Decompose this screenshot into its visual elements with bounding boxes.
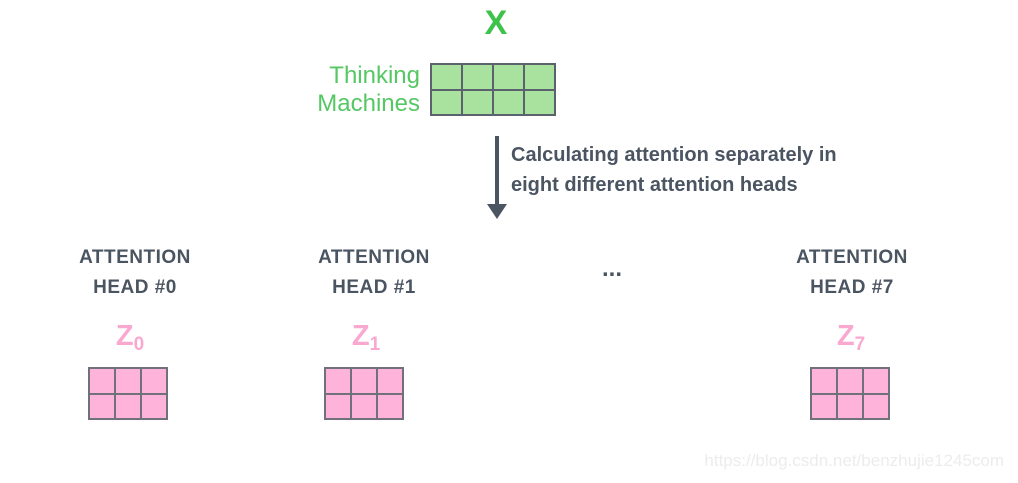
matrix-cell [325,368,351,394]
z7-base: Z [836,320,855,352]
transition-caption-line-1: Calculating attention separately in [511,144,837,166]
input-row-label-2: Machines [317,90,420,117]
matrix-cell [863,368,889,394]
z0-subscript: 0 [133,334,145,355]
z1-matrix [324,367,404,420]
matrix-cell [141,393,167,419]
attention-head-7-label-line-1: ATTENTION [796,247,908,268]
z7-subscript: 7 [854,334,866,355]
matrix-cell [524,64,555,90]
z7-label: Z7 [751,320,951,356]
matrix-cell [811,368,837,394]
matrix-cell [377,368,403,394]
watermark-url: https://blog.csdn.net/benzhujie1245com [704,451,1004,470]
input-matrix-x [430,63,556,116]
z0-base: Z [115,320,134,352]
matrix-cell [863,393,889,419]
matrix-cell [462,64,493,90]
matrix-cell [524,89,555,115]
matrix-cell [837,368,863,394]
attention-head-0-label: ATTENTION HEAD #0 [35,243,235,303]
z7-matrix [810,367,890,420]
z1-label: Z1 [266,320,466,356]
matrix-cell [89,368,115,394]
matrix-cell [115,368,141,394]
matrix-cell [351,368,377,394]
matrix-cell [493,64,524,90]
attention-head-1-label-line-2: HEAD #1 [332,277,416,298]
matrix-cell [351,393,377,419]
matrix-cell [493,89,524,115]
matrix-cell [141,368,167,394]
matrix-cell [462,89,493,115]
attention-head-0-label-line-1: ATTENTION [79,247,191,268]
attention-head-0-label-line-2: HEAD #0 [93,277,177,298]
z0-label: Z0 [30,320,230,356]
matrix-cell [115,393,141,419]
attention-head-1-label: ATTENTION HEAD #1 [274,243,474,303]
matrix-cell [89,393,115,419]
z0-matrix [88,367,168,420]
transition-caption: Calculating attention separately in eigh… [511,140,837,200]
matrix-cell [431,64,462,90]
down-arrow-line [495,136,499,204]
z1-base: Z [351,320,370,352]
matrix-cell [837,393,863,419]
attention-head-7-label: ATTENTION HEAD #7 [752,243,952,303]
input-row-label-1: Thinking [329,62,420,89]
attention-head-1-label-line-1: ATTENTION [318,247,430,268]
matrix-cell [811,393,837,419]
matrix-cell [377,393,403,419]
matrix-cell [325,393,351,419]
input-row-labels: Thinking Machines [317,62,420,118]
transition-caption-line-2: eight different attention heads [511,174,798,196]
matrix-cell [431,89,462,115]
heads-ellipsis: ... [601,255,622,282]
z1-subscript: 1 [369,334,381,355]
input-matrix-title: X [484,4,508,42]
down-arrow-head-icon [487,204,507,219]
attention-head-7-label-line-2: HEAD #7 [810,277,894,298]
